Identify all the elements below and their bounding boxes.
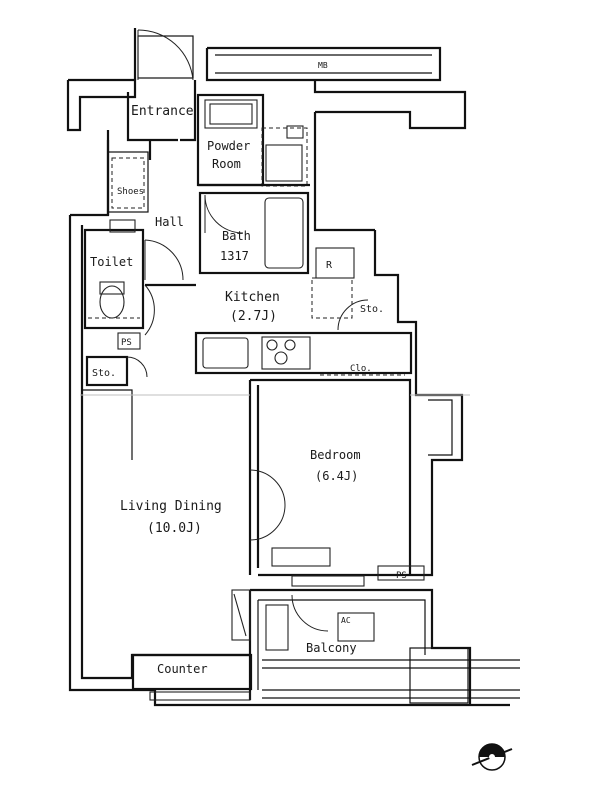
ps-bedroom-mark: PS	[396, 571, 407, 581]
kitchen	[145, 247, 413, 375]
shoes-label: Shoes	[117, 187, 144, 197]
counter-label: Counter	[157, 662, 208, 676]
living-dining-label: Living Dining	[120, 499, 222, 514]
bedroom-label: Bedroom	[310, 448, 361, 462]
storage-kitchen-mark: Sto.	[360, 304, 384, 315]
bath	[198, 191, 310, 275]
storage-hall-mark: Sto.	[92, 368, 116, 379]
kitchen-size-label: (2.7J)	[230, 309, 277, 324]
closet-mark: Clo.	[350, 364, 372, 374]
toilet-label: Toilet	[90, 255, 133, 269]
ps-toilet-mark: PS	[121, 338, 132, 348]
toilet	[83, 219, 155, 350]
living-dining-size-label: (10.0J)	[147, 521, 202, 536]
living-dining	[82, 389, 251, 641]
ac-mark: AC	[341, 616, 351, 625]
balcony	[265, 594, 375, 651]
bedroom-size-label: (6.4J)	[315, 469, 358, 483]
balcony-label: Balcony	[306, 641, 357, 655]
bath-label: Bath	[222, 229, 251, 243]
rf-mark: R	[326, 260, 333, 271]
storage-hall	[85, 355, 148, 387]
bath-size-label: 1317	[220, 249, 249, 263]
kitchen-label: Kitchen	[225, 290, 280, 305]
mb-mark: MB	[318, 61, 328, 70]
entrance-label: Entrance	[131, 104, 194, 119]
hall-label: Hall	[155, 215, 184, 229]
powder-room-label-2: Room	[212, 157, 241, 171]
compass-icon	[471, 743, 513, 771]
powder-room	[196, 93, 310, 187]
bedroom	[248, 374, 425, 587]
entrance-area	[106, 28, 197, 281]
counter	[131, 653, 253, 701]
powder-room-label-1: Powder	[207, 139, 250, 153]
